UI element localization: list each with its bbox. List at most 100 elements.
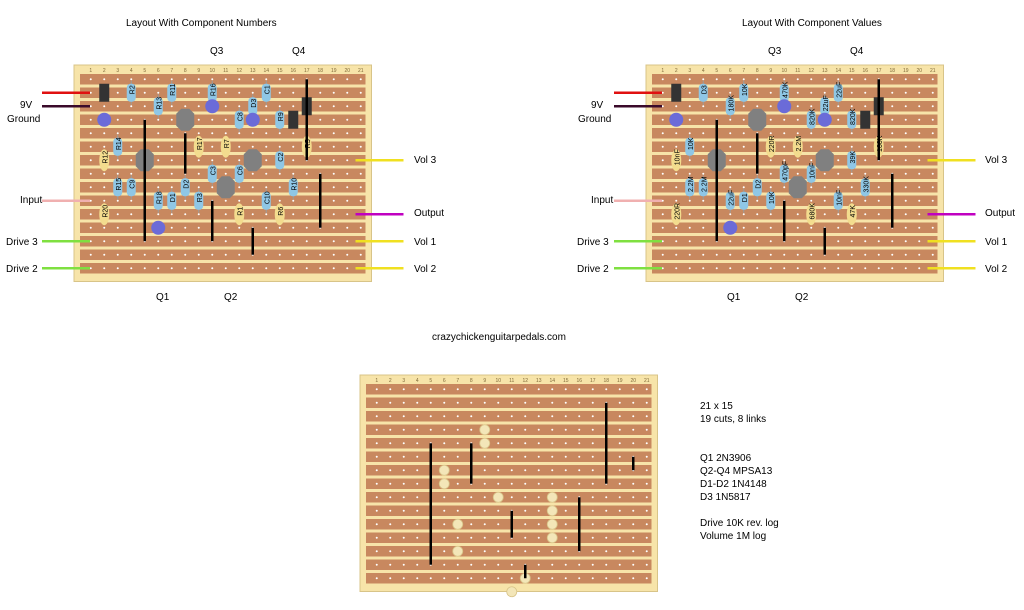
right-hole	[783, 118, 786, 121]
right-hole	[688, 199, 691, 202]
right-hole	[675, 267, 678, 270]
left-hole	[89, 240, 92, 243]
left-resistor	[153, 191, 163, 210]
left-hole	[224, 226, 227, 229]
left-hole	[157, 172, 160, 175]
left-hole	[170, 105, 173, 108]
right-hole	[918, 253, 921, 256]
right-hole	[729, 145, 732, 148]
left-hole	[292, 267, 295, 270]
left-part-label: R11	[170, 83, 177, 95]
cuts-hole	[443, 496, 446, 499]
cuts-hole	[632, 523, 635, 526]
cuts-track-cut	[438, 478, 450, 490]
cuts-hole	[456, 428, 459, 431]
cuts-hole	[618, 577, 621, 580]
left-hole	[278, 145, 281, 148]
left-hole	[332, 226, 335, 229]
left-hole	[359, 118, 362, 121]
cuts-col-number: 2	[389, 378, 392, 384]
left-hole	[197, 172, 200, 175]
left-hole	[238, 199, 241, 202]
right-col-number: 20	[916, 68, 922, 74]
right-hole	[931, 91, 934, 94]
right-hole	[918, 186, 921, 189]
left-resistor	[261, 83, 271, 102]
right-resistor	[779, 83, 789, 102]
left-col-number: 7	[170, 68, 173, 74]
right-hole	[769, 118, 772, 121]
cuts-hole	[497, 523, 500, 526]
left-hole	[319, 159, 322, 162]
cuts-strip	[366, 384, 652, 395]
right-hole	[864, 159, 867, 162]
left-hole	[197, 186, 200, 189]
left-hole	[292, 253, 295, 256]
cuts-hole	[416, 509, 419, 512]
left-hole	[238, 78, 241, 81]
left-hole	[116, 78, 119, 81]
cuts-hole	[402, 577, 405, 580]
left-hole	[359, 199, 362, 202]
left-hole	[346, 186, 349, 189]
cuts-hole	[605, 550, 608, 553]
right-part-label: 2.2M	[688, 176, 695, 192]
cuts-hole	[429, 428, 432, 431]
left-part-label: R3	[197, 193, 204, 202]
right-hole	[769, 226, 772, 229]
left-strip	[80, 87, 366, 98]
right-hole	[904, 226, 907, 229]
left-hole	[305, 240, 308, 243]
left-hole	[197, 91, 200, 94]
left-hole	[305, 253, 308, 256]
cuts-hole	[416, 428, 419, 431]
cuts-hole	[645, 563, 648, 566]
right-hole	[742, 145, 745, 148]
right-col-number: 6	[729, 68, 732, 74]
right-strip	[652, 101, 938, 112]
right-hole	[742, 159, 745, 162]
cuts-strip	[366, 546, 652, 557]
left-hole	[224, 267, 227, 270]
left-hole	[278, 78, 281, 81]
right-hole	[702, 226, 705, 229]
left-col-number: 6	[157, 68, 160, 74]
cuts-hole	[483, 415, 486, 418]
right-resistor	[685, 137, 695, 156]
left-hole	[332, 159, 335, 162]
cuts-hole	[483, 482, 486, 485]
left-hole	[211, 118, 214, 121]
left-hole	[332, 267, 335, 270]
cuts-hole	[402, 536, 405, 539]
left-hole	[346, 132, 349, 135]
cuts-hole	[524, 415, 527, 418]
right-hole	[850, 78, 853, 81]
cuts-col-number: 6	[443, 378, 446, 384]
cuts-col-number: 3	[402, 378, 405, 384]
left-col-number: 1	[89, 68, 92, 74]
right-hole	[702, 267, 705, 270]
cuts-hole	[375, 509, 378, 512]
right-col-number: 18	[889, 68, 895, 74]
right-col-number: 19	[903, 68, 909, 74]
cuts-hole	[375, 442, 378, 445]
cuts-hole	[389, 577, 392, 580]
left-part-label: R6	[278, 207, 285, 216]
right-hole	[688, 253, 691, 256]
cuts-hole	[645, 523, 648, 526]
left-hole	[332, 132, 335, 135]
right-hole	[715, 78, 718, 81]
right-hole	[729, 186, 732, 189]
cuts-col-number: 7	[456, 378, 459, 384]
wire-drive2-label-right: Drive 2	[577, 264, 609, 275]
right-part-label: 470pF	[782, 161, 789, 181]
left-hole	[265, 145, 268, 148]
right-hole	[702, 199, 705, 202]
cuts-hole	[537, 536, 540, 539]
right-hole	[688, 78, 691, 81]
right-part-label: 680K	[809, 203, 816, 220]
right-part-label: 10nF	[836, 190, 843, 206]
cuts-col-number: 21	[644, 378, 650, 384]
right-hole	[702, 78, 705, 81]
q4-label-right: Q4	[850, 46, 864, 57]
